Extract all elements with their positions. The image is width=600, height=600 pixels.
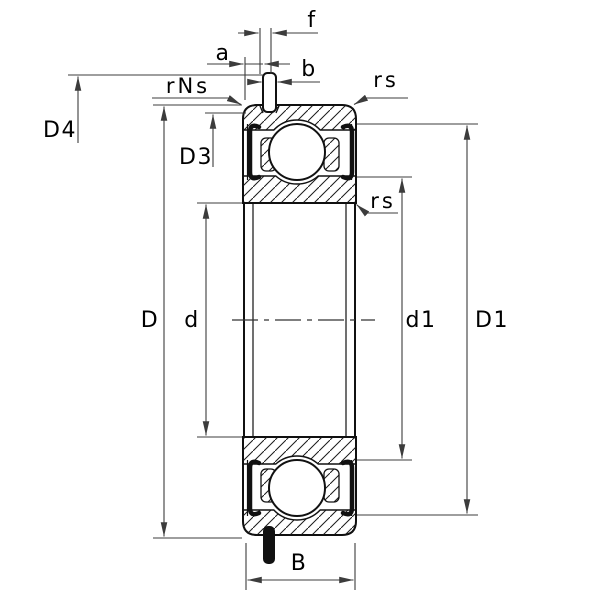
label-D: D xyxy=(141,308,159,333)
shield-right-bottom xyxy=(340,459,355,517)
ball-bottom xyxy=(268,459,326,517)
dim-D3 xyxy=(205,112,246,167)
ball-top xyxy=(268,123,326,181)
label-f: f xyxy=(307,8,316,33)
dim-rs-top xyxy=(353,94,408,105)
label-D3: D3 xyxy=(179,145,213,170)
label-rs-mid: rs xyxy=(370,189,396,213)
shield-left-top xyxy=(247,123,262,181)
shield-left-bottom xyxy=(247,459,262,517)
dim-D xyxy=(153,104,242,539)
label-b: b xyxy=(301,57,316,82)
dimension-lines xyxy=(68,28,478,590)
bearing-cross-section xyxy=(232,72,375,564)
label-d: d xyxy=(184,308,199,333)
label-D4: D4 xyxy=(43,118,77,143)
dim-rs-mid xyxy=(356,204,398,217)
inner-ring-bottom xyxy=(242,436,357,465)
dim-a xyxy=(207,57,290,100)
cage-right xyxy=(323,137,340,172)
shield-right-top xyxy=(340,123,355,181)
label-rs-top: rs xyxy=(373,68,399,92)
snap-ring-top xyxy=(262,72,277,113)
inner-ring-top xyxy=(242,175,357,204)
dim-d1 xyxy=(357,176,412,461)
label-rNs: rNs xyxy=(166,74,210,98)
label-B: B xyxy=(291,551,308,576)
dim-D1 xyxy=(357,123,478,516)
dim-D4 xyxy=(68,74,263,143)
dim-d xyxy=(197,202,242,438)
bearing-bottom-section xyxy=(242,436,357,564)
label-D1: D1 xyxy=(475,308,509,333)
label-a: a xyxy=(216,41,231,66)
cage-right-bottom xyxy=(323,468,340,503)
dim-B xyxy=(245,543,356,590)
label-d1: d1 xyxy=(406,308,437,333)
snap-ring-bottom xyxy=(263,526,275,564)
dim-rNs xyxy=(152,95,242,105)
dimension-labels: f a b rNs rs rs D4 D3 D d d1 D1 B xyxy=(43,8,509,576)
bearing-top-section xyxy=(242,72,357,204)
